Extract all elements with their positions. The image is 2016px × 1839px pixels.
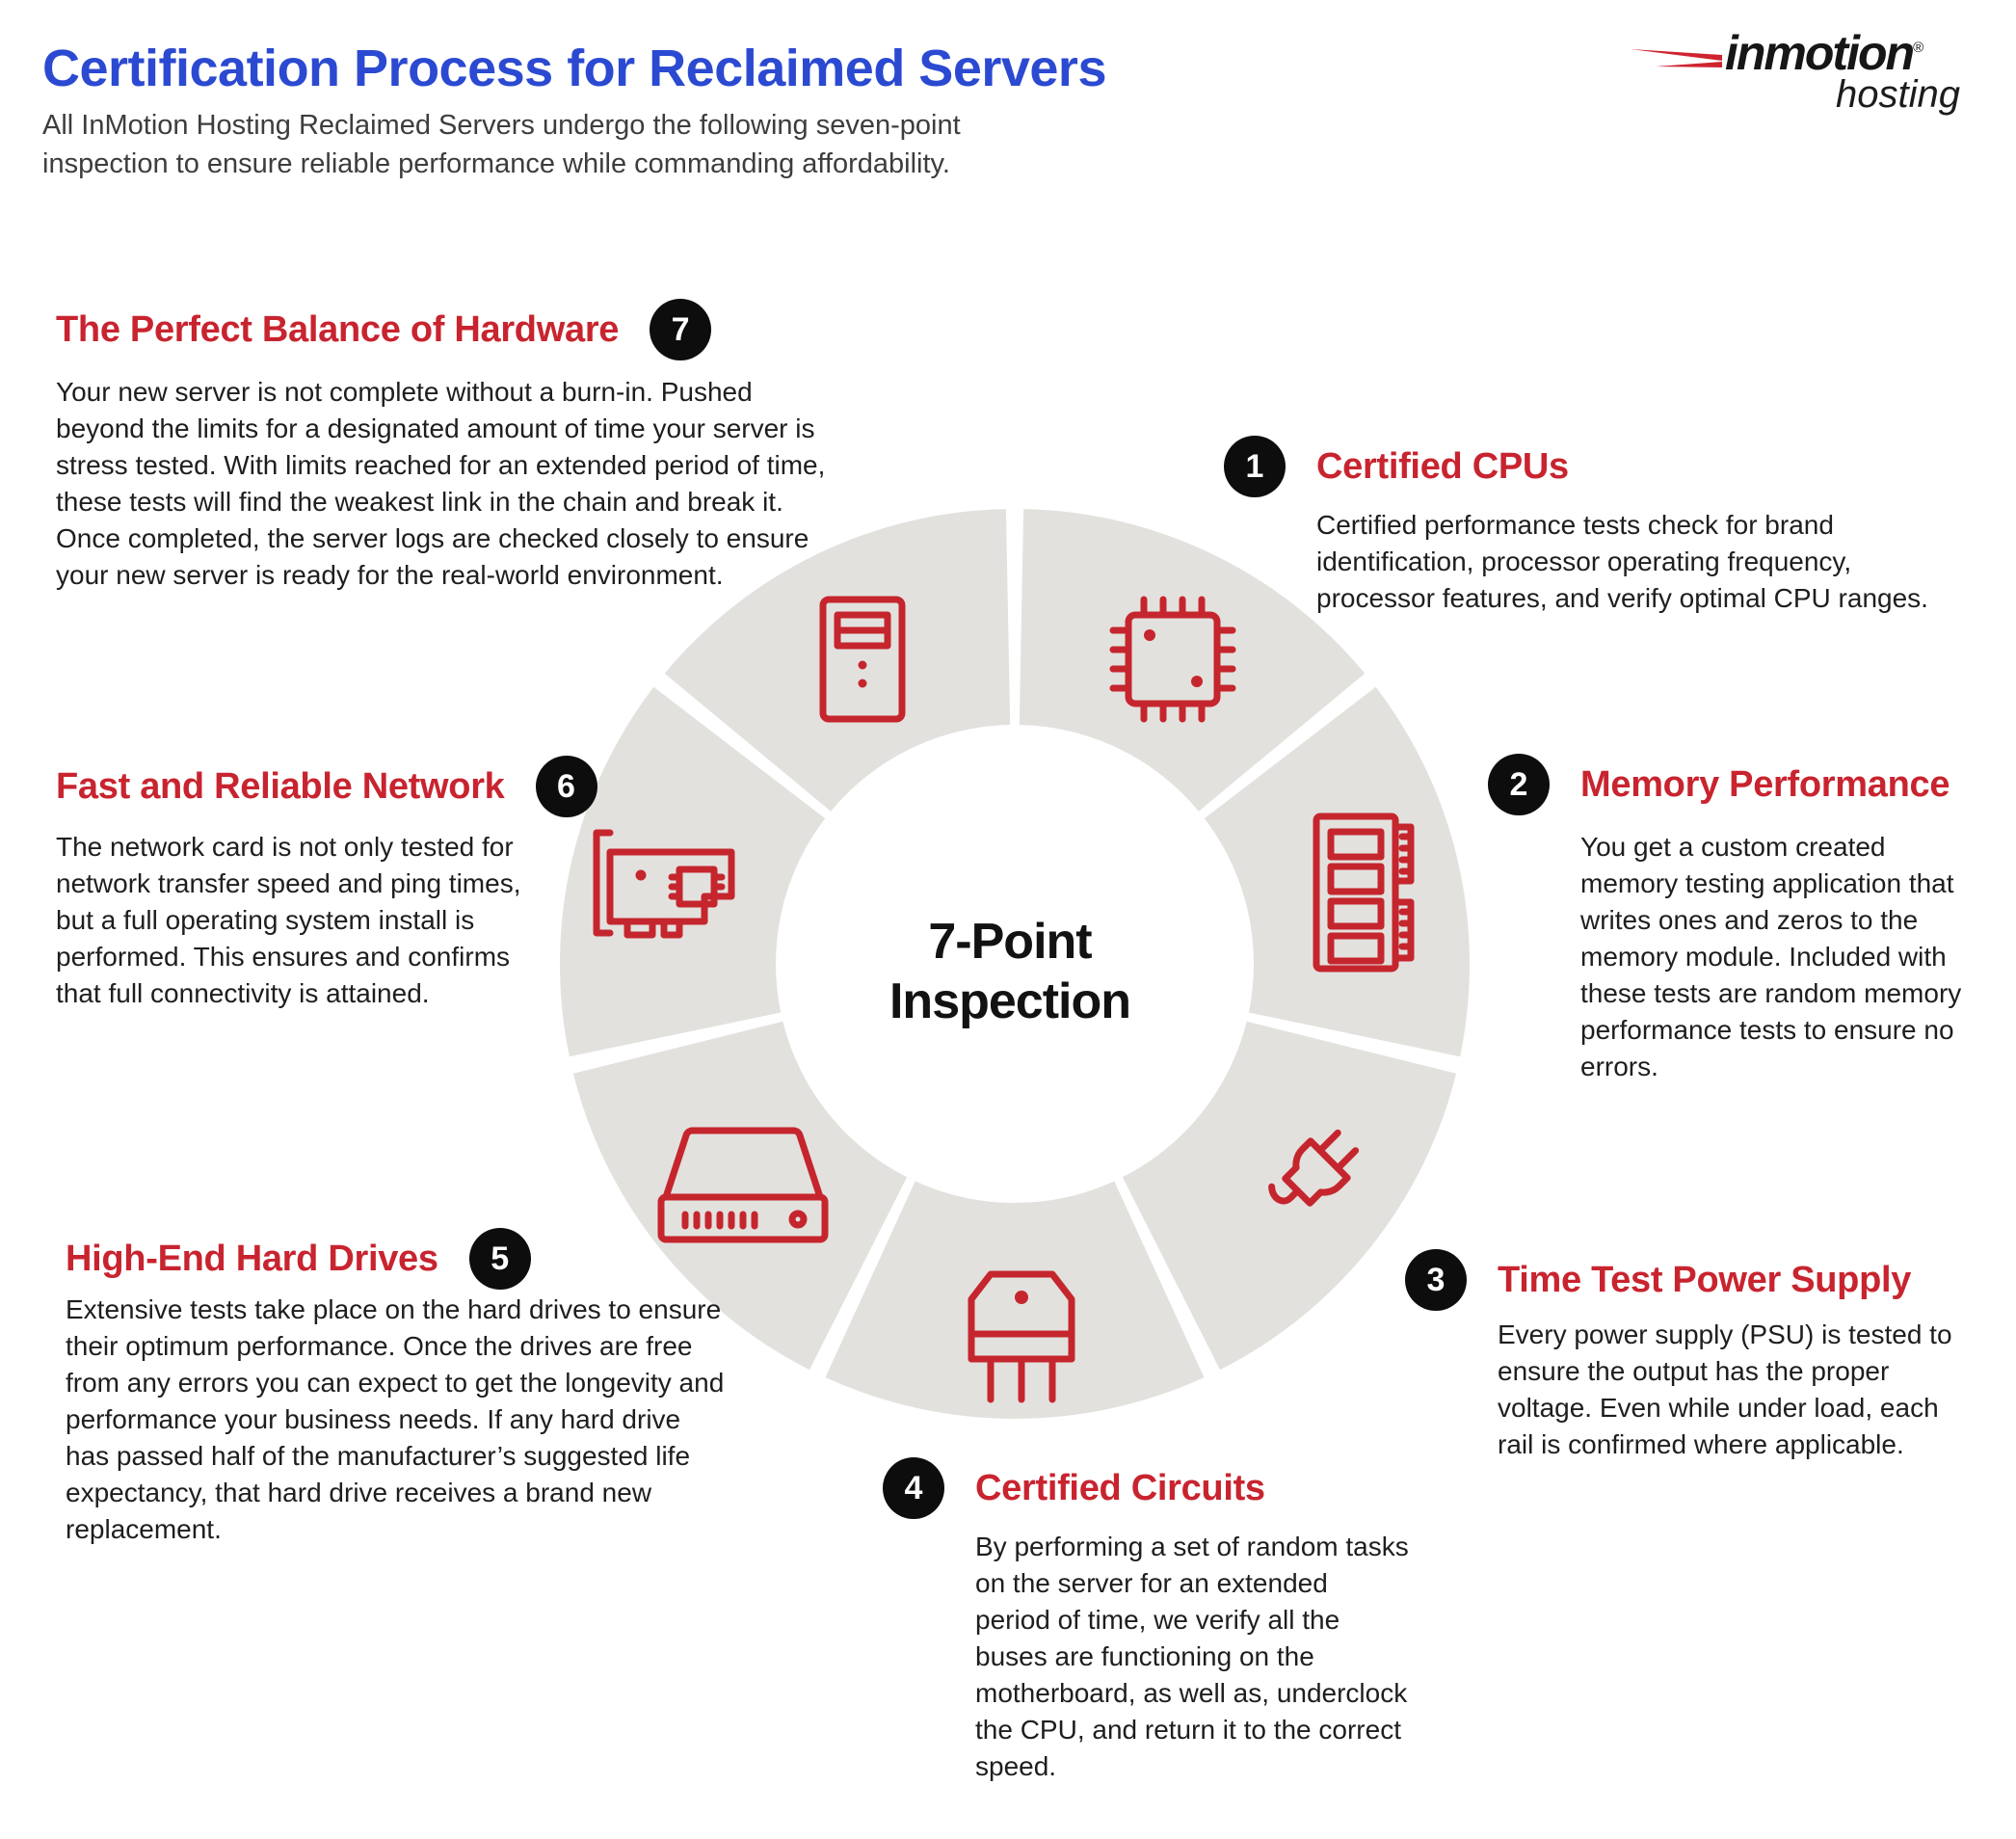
wheel-center-line-1: 7-Point [928, 914, 1092, 970]
inspection-wheel [559, 509, 1471, 1419]
section-certified-circuits: 4 Certified Circuits By performing a set… [883, 1457, 1442, 1785]
section-title: Time Test Power Supply [1498, 1259, 1912, 1300]
inmotion-hosting-logo: inmotion® hosting [1631, 29, 1989, 117]
section-title: Memory Performance [1580, 763, 1950, 805]
subtitle-line-2: inspection to ensure reliable performanc… [42, 148, 950, 179]
step-badge: 5 [468, 1228, 531, 1290]
section-body: You get a custom created memory testing … [1580, 832, 1962, 1081]
section-body: Your new server is not complete without … [56, 377, 826, 590]
wheel-center-line-2: Inspection [889, 973, 1131, 1029]
cpu-chip-icon [1109, 596, 1236, 723]
power-plug-icon [1268, 1129, 1360, 1207]
wheel-segment-cpu [1019, 509, 1366, 812]
section-title: Certified CPUs [1316, 445, 1569, 487]
step-badge: 1 [1224, 436, 1286, 497]
memory-module-icon [1313, 813, 1415, 973]
section-certified-cpus: 1 Certified CPUs Certified performance t… [1224, 436, 1976, 617]
speed-lines-icon [1631, 49, 1722, 67]
section-fast-and-reliable-network: Fast and Reliable Network 6 The network … [56, 756, 692, 1012]
registered-mark: ® [1913, 40, 1924, 56]
wheel-segment-burnin [664, 509, 1011, 812]
step-badge: 6 [535, 756, 597, 817]
network-card-icon [593, 829, 735, 939]
page-title: Certification Process for Reclaimed Serv… [42, 40, 1106, 97]
section-title: Certified Circuits [975, 1467, 1265, 1508]
wheel-center-label: 7-Point Inspection [750, 912, 1270, 1031]
logo-tagline-text: hosting [1836, 73, 1960, 116]
section-memory-performance: 2 Memory Performance You get a custom cr… [1488, 754, 2016, 1085]
page-subtitle: All InMotion Hosting Reclaimed Servers u… [42, 106, 961, 183]
step-badge: 4 [883, 1457, 944, 1519]
section-body: By performing a set of random tasks on t… [975, 1532, 1409, 1781]
section-body: Certified performance tests check for br… [1316, 510, 1928, 613]
section-title: Fast and Reliable Network [56, 765, 505, 807]
section-body: Extensive tests take place on the hard d… [66, 1294, 725, 1544]
section-perfect-balance-of-hardware: The Perfect Balance of Hardware 7 Your n… [56, 299, 865, 594]
wheel-segment-circuits [825, 1181, 1205, 1419]
section-body: The network card is not only tested for … [56, 832, 521, 1008]
step-badge: 3 [1405, 1249, 1467, 1311]
section-title: The Perfect Balance of Hardware [56, 308, 620, 350]
logo-brand-text: inmotion [1725, 26, 1915, 80]
wheel-segment-memory [1204, 686, 1471, 1057]
step-badge: 7 [650, 299, 712, 360]
section-time-test-power-supply: 3 Time Test Power Supply Every power sup… [1405, 1249, 2012, 1463]
step-badge: 2 [1488, 754, 1550, 815]
hard-drive-icon [657, 1127, 829, 1243]
section-high-end-hard-drives: High-End Hard Drives 5 Extensive tests t… [66, 1228, 759, 1548]
server-tower-icon [819, 596, 906, 723]
transistor-icon [968, 1270, 1075, 1403]
section-title: High-End Hard Drives [66, 1238, 438, 1279]
subtitle-line-1: All InMotion Hosting Reclaimed Servers u… [42, 110, 961, 141]
section-body: Every power supply (PSU) is tested to en… [1498, 1319, 1952, 1459]
